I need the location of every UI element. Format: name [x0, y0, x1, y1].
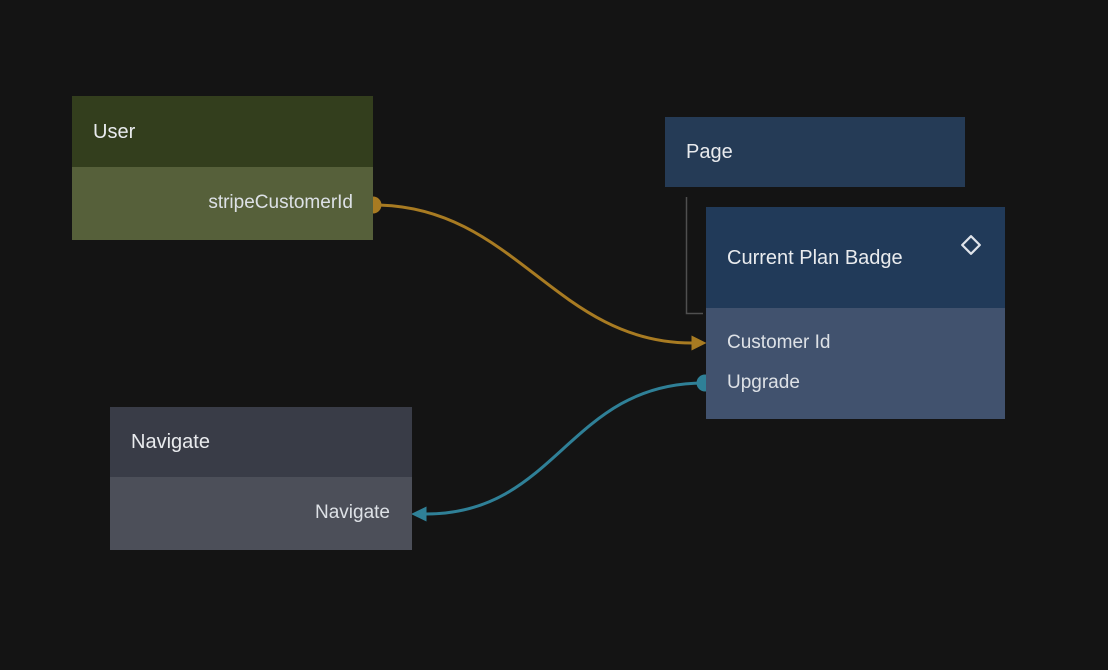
node-current-plan-badge[interactable]: Current Plan Badge Customer Id Upgrade: [706, 207, 1005, 419]
node-current-plan-badge-title: Current Plan Badge: [727, 246, 903, 269]
node-navigate-body: Navigate: [110, 477, 412, 550]
node-current-plan-badge-body: Customer Id Upgrade: [706, 308, 1005, 419]
node-user[interactable]: User stripeCustomerId: [72, 96, 373, 240]
diamond-icon: [961, 235, 981, 255]
node-user-title: User: [93, 120, 136, 143]
field-customer-id[interactable]: Customer Id: [706, 323, 1005, 363]
field-stripe-customer-id-label: stripeCustomerId: [208, 192, 353, 213]
node-current-plan-badge-header[interactable]: Current Plan Badge: [706, 207, 1005, 308]
field-upgrade-label: Upgrade: [727, 372, 800, 393]
connection-arrowhead-customer-id[interactable]: [691, 335, 707, 351]
node-user-body: stripeCustomerId: [72, 167, 373, 240]
field-navigate[interactable]: Navigate: [110, 493, 412, 533]
connection-arrowhead-navigate[interactable]: [411, 506, 427, 522]
node-user-header[interactable]: User: [72, 96, 373, 167]
node-navigate-header[interactable]: Navigate: [110, 407, 412, 477]
connection-stripe-to-customer-id[interactable]: [372, 203, 694, 345]
tree-connector-line: [685, 197, 703, 315]
field-stripe-customer-id[interactable]: stripeCustomerId: [72, 183, 373, 223]
field-upgrade[interactable]: Upgrade: [706, 363, 1005, 403]
node-navigate-title: Navigate: [131, 431, 210, 453]
node-page-title: Page: [686, 141, 733, 163]
node-page-header[interactable]: Page: [665, 117, 965, 187]
connection-upgrade-to-navigate[interactable]: [424, 381, 706, 516]
field-customer-id-label: Customer Id: [727, 332, 831, 353]
node-navigate[interactable]: Navigate Navigate: [110, 407, 412, 550]
node-page[interactable]: Page: [665, 117, 965, 187]
field-navigate-label: Navigate: [315, 502, 390, 523]
